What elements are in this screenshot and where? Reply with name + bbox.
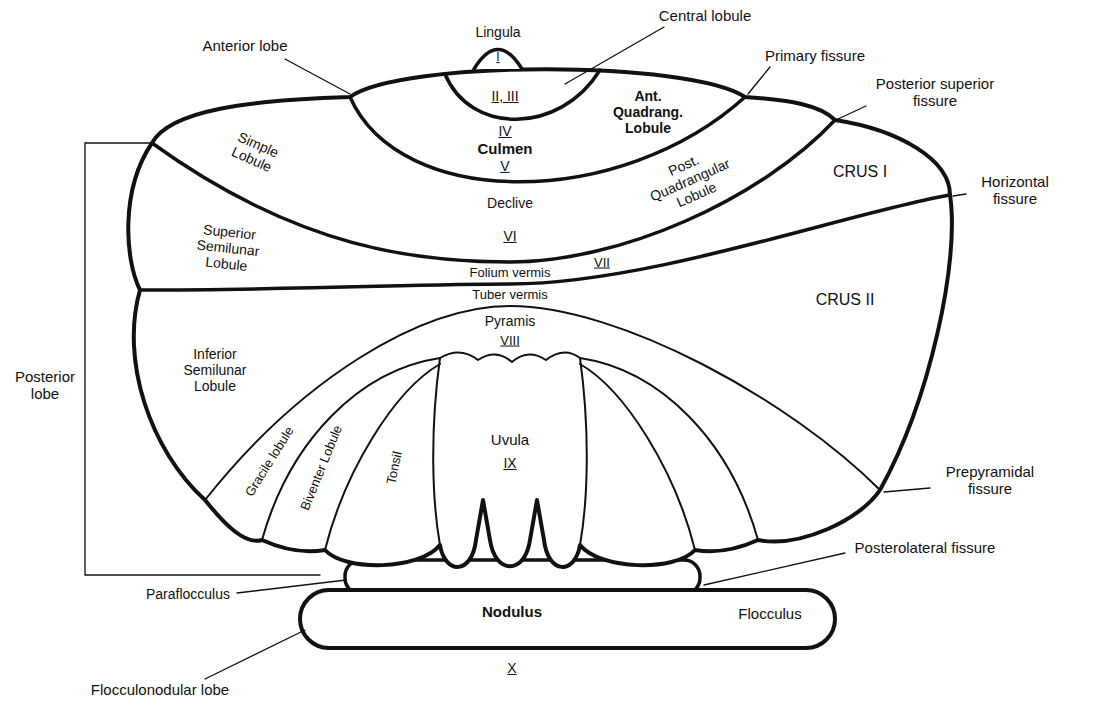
part-label: Folium vermis (470, 266, 551, 281)
lobule-number: VI (503, 228, 516, 244)
part-label: Ant. Quadrang. Lobule (604, 88, 692, 136)
label-anchor: Primary fissure (765, 47, 865, 64)
label-anchor: Gracile lobule (243, 424, 298, 499)
lobule-number: IX (503, 455, 516, 471)
lobule-number: VII (594, 256, 610, 271)
leader-line (953, 194, 966, 196)
label-anchor: Flocculonodular lobe (91, 681, 229, 698)
label-anchor: VI (503, 228, 516, 244)
label-anchor: VII (594, 256, 610, 271)
label-anchor: X (507, 660, 516, 676)
uvula-boundary (580, 358, 587, 545)
leader-line (565, 27, 664, 84)
lobule-number: II, III (491, 88, 518, 104)
label-anchor: Culmen (477, 140, 532, 157)
label-anchor: Ant. Quadrang. Lobule (604, 88, 692, 136)
part-label: Posterior superior fissure (865, 75, 1005, 110)
part-label: Pyramis (485, 313, 536, 329)
part-label: Lingula (475, 24, 520, 40)
horizontal-fissure-line (140, 195, 950, 290)
label-anchor: Declive (487, 195, 533, 211)
lingula-outline (474, 50, 522, 70)
label-anchor: Superior Semilunar Lobule (178, 219, 278, 277)
label-anchor: Anterior lobe (202, 37, 287, 54)
lobule-number: X (507, 660, 516, 676)
part-label: Flocculonodular lobe (91, 681, 229, 698)
part-label: Horizontal fissure (970, 173, 1060, 208)
part-label: Primary fissure (765, 47, 865, 64)
label-anchor: Flocculus (738, 605, 801, 622)
leader-line (285, 59, 350, 94)
leader-line (704, 553, 845, 585)
part-label: Culmen (477, 140, 532, 157)
part-label: Posterior lobe (4, 368, 86, 403)
part-label: Paraflocculus (146, 586, 230, 602)
label-anchor: CRUS I (833, 163, 887, 181)
label-anchor: IV (498, 123, 511, 139)
part-label: Posterolateral fissure (855, 539, 996, 556)
posterior-lobe-bracket (85, 143, 320, 575)
label-anchor: Posterior lobe (4, 368, 86, 403)
part-label: Gracile lobule (243, 424, 298, 499)
label-anchor: Tuber vermis (472, 288, 547, 303)
label-anchor: Pyramis (485, 313, 536, 329)
part-label: Superior Semilunar Lobule (178, 219, 278, 277)
part-label: Declive (487, 195, 533, 211)
label-anchor: II, III (491, 88, 518, 104)
part-label: Simple Lobule (216, 123, 293, 181)
label-anchor: Paraflocculus (146, 586, 230, 602)
leader-line (884, 488, 930, 492)
cerebellum-outline (128, 69, 952, 567)
label-anchor: Simple Lobule (216, 123, 293, 181)
lobule-number: V (500, 158, 509, 174)
label-anchor: VIII (500, 334, 520, 349)
part-label: CRUS II (816, 291, 875, 309)
part-label: Tonsil (384, 450, 406, 486)
uvula-boundary (433, 358, 440, 545)
part-label: Anterior lobe (202, 37, 287, 54)
label-anchor: Lingula (475, 24, 520, 40)
label-anchor: Post. Quadrangular Lobule (635, 138, 746, 223)
label-anchor: V (500, 158, 509, 174)
label-anchor: Posterolateral fissure (855, 539, 996, 556)
label-anchor: Folium vermis (470, 266, 551, 281)
part-label: Central lobule (659, 7, 752, 24)
part-label: Flocculus (738, 605, 801, 622)
label-anchor: Tonsil (384, 450, 406, 486)
label-anchor: Uvula (491, 431, 529, 448)
flocculonodular-outline (300, 590, 835, 648)
label-anchor: Inferior Semilunar Lobule (170, 346, 260, 394)
part-label: Prepyramidal fissure (935, 463, 1045, 498)
part-label: Inferior Semilunar Lobule (170, 346, 260, 394)
label-anchor: Prepyramidal fissure (935, 463, 1045, 498)
part-label: CRUS I (833, 163, 887, 181)
leader-line (237, 580, 346, 593)
leader-line (748, 67, 770, 94)
label-anchor: I (496, 51, 499, 65)
label-anchor: Nodulus (482, 603, 542, 620)
lobule-number: IV (498, 123, 511, 139)
part-label: Uvula (491, 431, 529, 448)
leader-line (205, 630, 305, 679)
label-anchor: Posterior superior fissure (865, 75, 1005, 110)
part-label: Post. Quadrangular Lobule (635, 138, 746, 223)
part-label: Biventer Lobule (298, 423, 346, 512)
tonsil-boundary (325, 364, 440, 550)
label-anchor: Horizontal fissure (970, 173, 1060, 208)
lobule-number: VIII (500, 334, 520, 349)
lobule-number: I (496, 51, 499, 65)
part-label: Nodulus (482, 603, 542, 620)
label-anchor: CRUS II (816, 291, 875, 309)
label-anchor: Biventer Lobule (298, 423, 346, 512)
leader-line (838, 106, 866, 119)
label-anchor: IX (503, 455, 516, 471)
part-label: Tuber vermis (472, 288, 547, 303)
prepyramidal-fissure-line (205, 306, 880, 500)
tonsil-boundary (580, 364, 695, 550)
label-anchor: Central lobule (659, 7, 752, 24)
